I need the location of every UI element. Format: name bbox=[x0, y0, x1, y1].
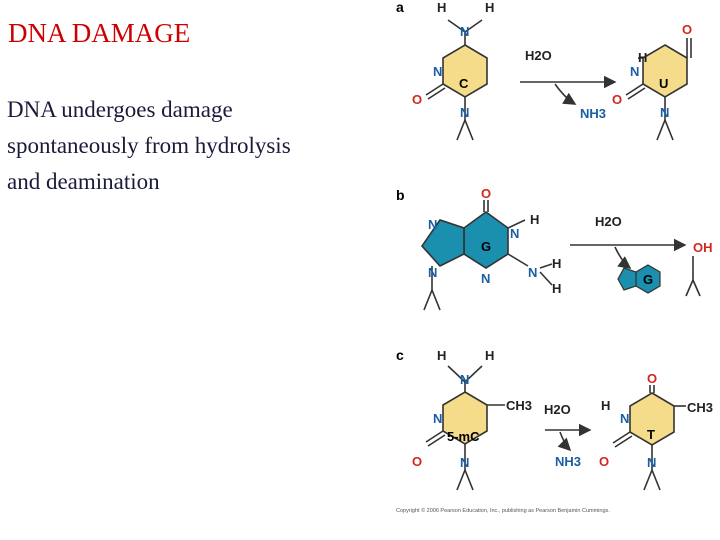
free-guanine-label: G bbox=[643, 272, 653, 287]
atom-o: O bbox=[412, 454, 422, 469]
cytosine-molecule: H H N N N O C bbox=[412, 0, 494, 141]
reaction-arrow-b: H2O bbox=[570, 214, 687, 269]
panel-label-a: a bbox=[396, 0, 404, 15]
cytosine-label: C bbox=[459, 76, 469, 91]
body-line-1: DNA undergoes damage bbox=[7, 97, 233, 122]
atom-n: N bbox=[433, 411, 442, 426]
atom-n: N bbox=[428, 265, 437, 280]
reagent-water: H2O bbox=[595, 214, 622, 229]
atom-h: H bbox=[552, 281, 561, 296]
atom-h: H bbox=[437, 0, 446, 15]
reagent-water: H2O bbox=[525, 48, 552, 63]
atom-n: N bbox=[620, 411, 629, 426]
slide-title: DNA DAMAGE bbox=[8, 18, 191, 48]
atom-o: O bbox=[412, 92, 422, 107]
atom-ch3: CH3 bbox=[506, 398, 532, 413]
atom-o: O bbox=[682, 22, 692, 37]
uracil-molecule: O H N N O U bbox=[612, 22, 692, 141]
atom-o: O bbox=[612, 92, 622, 107]
atom-o: O bbox=[481, 186, 491, 201]
slide-body: DNA undergoes damage spontaneously from … bbox=[7, 92, 387, 200]
atom-n: N bbox=[481, 271, 490, 286]
thymine-label: T bbox=[647, 427, 655, 442]
atom-h: H bbox=[638, 50, 647, 65]
atom-n: N bbox=[630, 64, 639, 79]
body-line-2: spontaneously from hydrolysis bbox=[7, 133, 291, 158]
reagent-ammonia: NH3 bbox=[580, 106, 606, 121]
atom-o: O bbox=[647, 371, 657, 386]
atom-h: H bbox=[485, 0, 494, 15]
methylcytosine-molecule: H H N CH3 N O N 5-mC bbox=[412, 348, 532, 491]
atom-n: N bbox=[428, 217, 437, 232]
reagent-water: H2O bbox=[544, 402, 571, 417]
atom-o: O bbox=[599, 454, 609, 469]
atom-ch3: CH3 bbox=[687, 400, 713, 415]
atom-h: H bbox=[601, 398, 610, 413]
atom-n: N bbox=[460, 24, 469, 39]
sugar-oh: OH bbox=[685, 240, 713, 297]
guanine-molecule: O H N N N N N H H G bbox=[420, 186, 561, 311]
guanine-label: G bbox=[481, 239, 491, 254]
panel-label-c: c bbox=[396, 347, 404, 363]
atom-n: N bbox=[460, 372, 469, 387]
atom-h: H bbox=[552, 256, 561, 271]
atom-n: N bbox=[460, 105, 469, 120]
atom-n: N bbox=[660, 105, 669, 120]
body-line-3: and deamination bbox=[7, 169, 160, 194]
atom-h: H bbox=[485, 348, 494, 363]
reaction-arrow-c: H2O NH3 bbox=[544, 402, 592, 469]
reaction-arrow-a: H2O NH3 bbox=[520, 48, 617, 121]
methylcytosine-label: 5-mC bbox=[447, 429, 480, 444]
atom-n: N bbox=[460, 455, 469, 470]
free-guanine: G bbox=[617, 264, 661, 294]
atom-n: N bbox=[433, 64, 442, 79]
atom-n: N bbox=[528, 265, 537, 280]
panel-label-b: b bbox=[396, 187, 405, 203]
reagent-ammonia: NH3 bbox=[555, 454, 581, 469]
copyright-notice: Copyright © 2006 Pearson Education, Inc.… bbox=[396, 507, 610, 514]
atom-n: N bbox=[510, 226, 519, 241]
thymine-molecule: O H CH3 N O N T bbox=[599, 371, 713, 491]
deamination-diagram: a H H N N N O C H2O NH3 O H bbox=[396, 0, 713, 514]
atom-n: N bbox=[647, 455, 656, 470]
uracil-label: U bbox=[659, 76, 668, 91]
atom-h: H bbox=[530, 212, 539, 227]
atom-h: H bbox=[437, 348, 446, 363]
atom-oh: OH bbox=[693, 240, 713, 255]
